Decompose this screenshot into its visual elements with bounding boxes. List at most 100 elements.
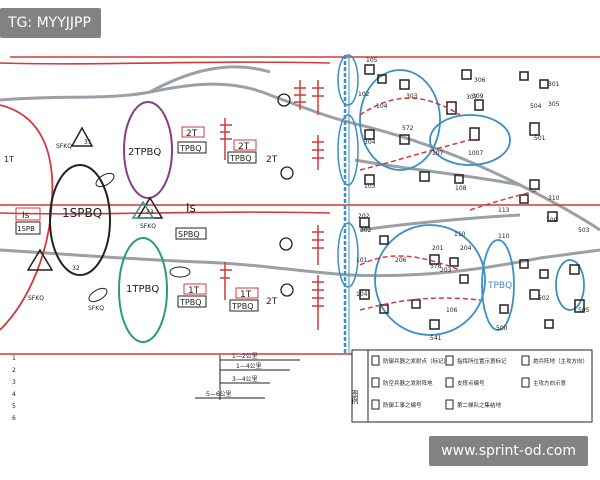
watermark-top: TG: MYYJJPP	[0, 8, 101, 38]
scale-label-3: 3—4公里	[232, 376, 258, 383]
label-is-left: Is	[22, 211, 30, 221]
num-14: 501	[534, 135, 546, 142]
legend-item-2: 炮兵阵地（主攻方向）	[533, 357, 588, 365]
label-1t-left: 1T	[4, 155, 14, 164]
num-20: 113	[498, 207, 510, 214]
num-34: 502	[538, 295, 550, 302]
label-2t-a: 2T	[186, 129, 198, 139]
legend-item-5: 主攻方向示意	[533, 379, 567, 387]
legend-item-4: 支撑点编号	[457, 379, 485, 387]
num-42: 3	[12, 379, 16, 386]
num-45: 6	[12, 415, 16, 422]
attack-arrows	[359, 97, 541, 311]
label-sfkq-b: SFKQ	[140, 223, 156, 230]
unit-label-2tpbq: 2TPBQ	[128, 147, 161, 158]
num-32: 505	[578, 307, 590, 314]
command-triangles	[26, 126, 164, 271]
num-39: 33	[146, 209, 154, 216]
legend-item-3: 防空兵器之发射阵地	[383, 379, 433, 387]
label-sfkq-c: SFKQ	[28, 295, 44, 302]
label-2t-b: 2T	[238, 142, 250, 152]
num-35: 541	[430, 335, 442, 342]
label-tpbq-d: TPBQ	[231, 302, 254, 311]
num-0: 105	[366, 57, 378, 64]
num-21: 503	[578, 227, 590, 234]
num-38: 32	[72, 265, 80, 272]
num-13: 1007	[468, 150, 483, 157]
unit-oval-2tpbq	[123, 101, 173, 199]
num-36: 500	[496, 325, 508, 332]
num-17: 310	[548, 195, 560, 202]
num-28: 203	[440, 267, 452, 274]
num-31: 110	[498, 233, 510, 240]
scale-label-4: 5—6公里	[206, 391, 232, 398]
unit-label-1tpbq: 1TPBQ	[126, 284, 159, 295]
num-33: 578	[430, 263, 442, 270]
label-2t-mid1: 2T	[266, 155, 278, 165]
num-23: 202	[358, 213, 370, 220]
num-27: 204	[460, 245, 472, 252]
num-19: 109	[546, 217, 558, 224]
circled-markers	[277, 93, 294, 297]
label-tpbq-enemy: TPBQ	[487, 281, 512, 291]
blue-frontline	[337, 54, 359, 355]
num-26: 201	[432, 245, 444, 252]
num-9: 309	[472, 93, 484, 100]
scale-label-2: 1—4公里	[236, 363, 262, 370]
unit-label-1spbq: 1SPBQ	[62, 206, 102, 220]
num-1: 102	[358, 91, 370, 98]
num-6: 301	[548, 81, 560, 88]
num-2: 104	[376, 103, 388, 110]
num-29: 104	[356, 291, 368, 298]
num-5: 307	[466, 94, 478, 101]
num-44: 5	[12, 403, 16, 410]
label-1t-b: 1T	[240, 290, 252, 300]
num-43: 4	[12, 391, 16, 398]
red-box-labels: Is 1SPB 2T TPBQ 2T TPBQ SPBQ 1T TPBQ 1T …	[15, 126, 259, 312]
label-tpbq-b: TPBQ	[229, 154, 252, 163]
num-10: 304	[364, 139, 376, 146]
weapon-symbols	[220, 80, 324, 330]
num-24: 101	[356, 257, 368, 264]
label-spbq-small: SPBQ	[178, 230, 200, 239]
num-25: 206	[395, 257, 407, 264]
label-2t-mid2: 2T	[266, 297, 278, 307]
legend-item-6: 防御工事之编号	[383, 401, 422, 409]
legend-item-1: 指挥所位置示意标记	[457, 357, 507, 365]
watermark-bottom: www.sprint-od.com	[429, 436, 588, 466]
num-4: 306	[474, 77, 486, 84]
num-7: 305	[548, 101, 560, 108]
num-30: 106	[446, 307, 458, 314]
label-tpbq-a: TPBQ	[179, 144, 202, 153]
num-16: 108	[455, 185, 467, 192]
label-1spb: 1SPB	[17, 225, 35, 233]
label-sfkq-a: SFKQ	[56, 143, 72, 150]
legend-item-7: 第二梯队之集结地	[457, 401, 502, 409]
label-tpbq-c: TPBQ	[179, 298, 202, 307]
scale-labels: 1—2公里 1—4公里 3—4公里 5—6公里	[206, 353, 262, 398]
num-11: 504	[530, 103, 542, 110]
legend-title: 图例	[351, 390, 359, 405]
sfkq-symbols	[88, 172, 191, 303]
num-37: 31	[84, 139, 92, 146]
enemy-zones	[359, 69, 585, 336]
num-22: 110	[454, 231, 466, 238]
range-scale	[195, 355, 300, 400]
num-41: 2	[12, 367, 16, 374]
scale-label-1: 1—2公里	[232, 353, 258, 360]
number-labels: 105 102 104 303 306 307 301 305 572 309 …	[12, 57, 590, 422]
label-sfkq-d: SFKQ	[88, 305, 104, 312]
legend-item-0: 防御兵器之发射点（标记）	[383, 357, 449, 365]
num-12: 107	[432, 150, 444, 157]
label-is-mid: Is	[186, 201, 196, 215]
num-18: 302	[360, 227, 372, 234]
unit-oval-1tpbq	[118, 237, 168, 343]
num-8: 572	[402, 125, 414, 132]
num-3: 303	[406, 93, 418, 100]
num-15: 103	[364, 183, 376, 190]
label-1t-a: 1T	[188, 286, 200, 296]
legend: 图例 防御兵器之发射点（标记） 指挥所位置示意标记 炮兵阵地（主攻方向） 防空兵…	[351, 349, 593, 423]
unit-oval-1spbq	[49, 164, 111, 276]
num-40: 1	[12, 355, 16, 362]
